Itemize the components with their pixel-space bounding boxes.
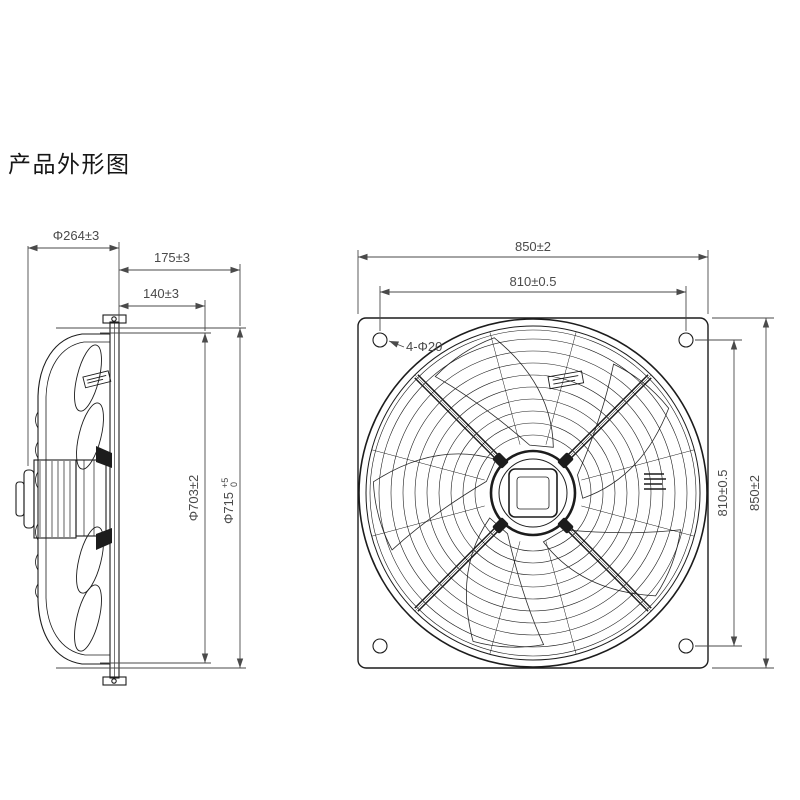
- dim-plate-height: 850±2: [747, 475, 762, 511]
- label-sticker: [82, 370, 112, 389]
- dim-mounting-holes: 4-Φ20: [406, 339, 442, 354]
- dim-motor-diameter: Φ264±3: [53, 228, 99, 243]
- hub-ring: [489, 449, 577, 537]
- guard-rings: [369, 329, 697, 657]
- mounting-hole: [678, 332, 694, 348]
- tolerance-lower: 0: [229, 482, 239, 487]
- hub-clamps: [492, 452, 574, 534]
- dim-impeller-diameter: Φ703±2: [186, 475, 201, 521]
- page-title: 产品外形图: [8, 151, 131, 177]
- dim-depth-total: 175±3: [154, 250, 190, 265]
- guard-outer-rim: [358, 318, 708, 668]
- impeller-blades: [372, 337, 681, 648]
- guard-marking: [644, 473, 666, 490]
- motor-end-cap: [23, 469, 35, 529]
- dim-depth-front: 140±3: [143, 286, 179, 301]
- dim-plate-width: 850±2: [515, 239, 551, 254]
- motor-mount: [508, 468, 558, 518]
- mounting-hole: [372, 638, 388, 654]
- dim-inlet-ring-diameter: Φ715 +5 0: [220, 478, 239, 524]
- motor-struts: [414, 374, 652, 612]
- blade-clamp: [96, 528, 112, 550]
- bolt-icon: [111, 316, 117, 322]
- fan-front-view: [357, 317, 709, 669]
- guard-wires-side: [35, 411, 39, 599]
- fan-side-view: [15, 314, 127, 686]
- tolerance-upper: +5: [220, 478, 230, 488]
- blade-clamp: [96, 446, 112, 468]
- mounting-hole: [678, 638, 694, 654]
- mounting-hole: [372, 332, 388, 348]
- side-view-dimensions: [27, 242, 246, 669]
- impeller-hub-side: [75, 459, 107, 537]
- svg-text:Φ715: Φ715: [221, 492, 236, 524]
- dim-hole-pitch-horizontal: 810±0.5: [510, 274, 557, 289]
- motor-terminal: [15, 481, 25, 517]
- mounting-plate: [357, 317, 709, 669]
- blades-side: [74, 344, 104, 652]
- dim-hole-pitch-vertical: 810±0.5: [715, 470, 730, 517]
- front-view-dimensions: [357, 250, 774, 669]
- label-sticker: [547, 370, 585, 390]
- bolt-icon: [111, 678, 117, 684]
- guard-profile: [37, 333, 110, 665]
- guard-radial-wires: [371, 331, 695, 655]
